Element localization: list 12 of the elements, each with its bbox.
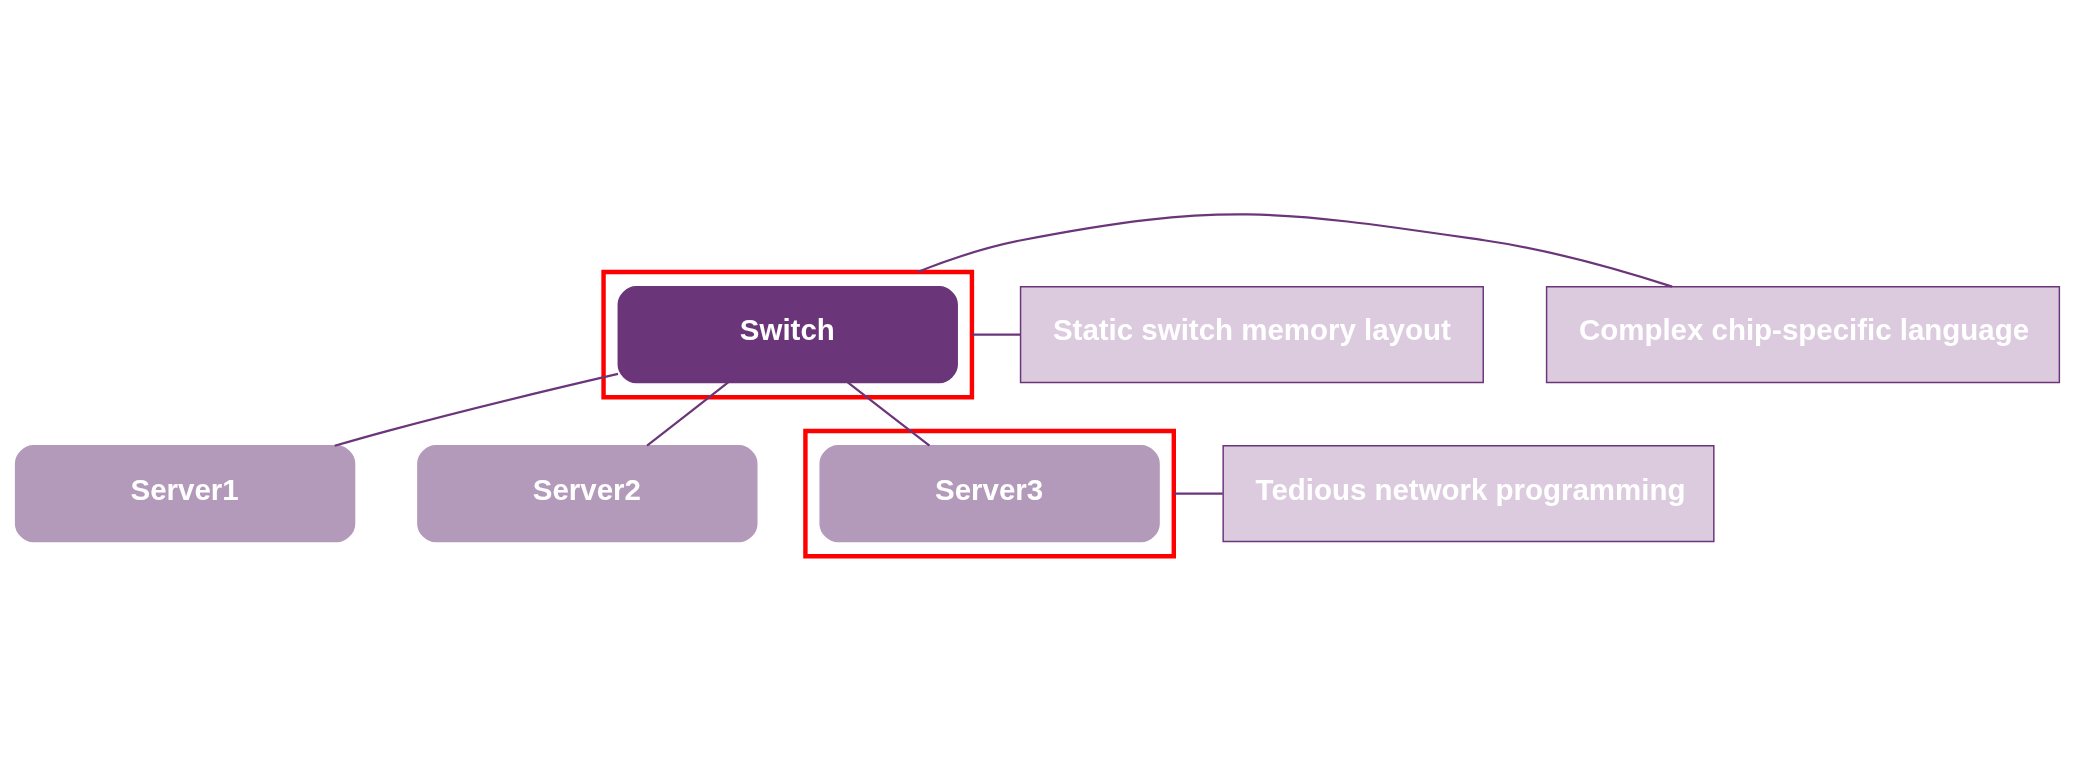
connector [646, 381, 729, 447]
node-box: Server3 [819, 445, 1160, 543]
connector [1173, 492, 1223, 495]
connector [917, 213, 1673, 288]
connector [971, 333, 1020, 336]
connector [334, 372, 619, 447]
cluster [803, 428, 1176, 559]
connector [847, 381, 931, 447]
node-box: Server1 [14, 445, 356, 543]
node-box: Server2 [417, 445, 758, 543]
cluster [601, 269, 975, 400]
node-box: Switch [617, 285, 958, 384]
